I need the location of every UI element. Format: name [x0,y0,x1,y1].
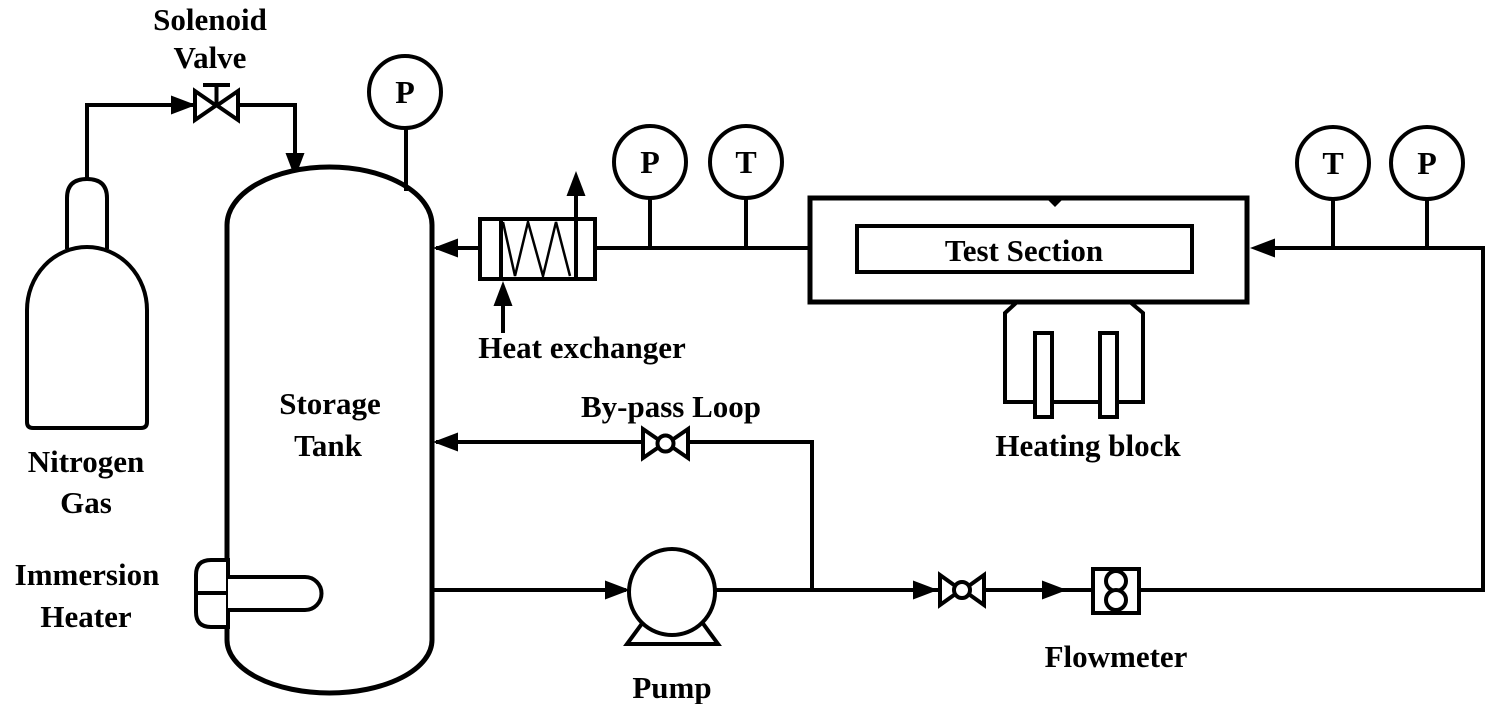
solenoid-valve-label-line1: Solenoid [153,2,267,37]
flow-arrow-to-flowmeter [1042,580,1067,600]
discharge-valve-right-triangle [959,571,986,609]
heat-exchanger-coil [501,217,572,281]
flowmeter-rotor-bottom [1104,588,1128,612]
heating-block-label: Heating block [995,428,1181,463]
nitrogen-gas-label-line2: Gas [60,485,112,520]
flowmeter-label: Flowmeter [1045,639,1188,674]
heating-block-body [1003,300,1145,404]
tank-pressure-gauge-letter: P [395,74,415,110]
pump-casing [627,547,717,637]
nitrogen-cylinder-body [25,245,149,430]
storage-tank-label-line2: Tank [294,428,363,463]
heating-block-cartridge-left [1033,331,1054,419]
flow-arrow-into-tank-top [285,153,305,178]
storage-tank-vessel [224,164,435,696]
bypass-valve-right-triangle [663,425,690,462]
heat-exchanger-label: Heat exchanger [478,330,686,365]
loop-temperature-gauge-letter: T [735,144,756,180]
bypass-valve-body [655,433,676,454]
loop-pressure-gauge-letter: P [640,144,660,180]
loop-pressure-gauge [612,124,688,200]
bypass-pipe [436,440,814,590]
nitrogen-supply-pipe [85,103,297,180]
flow-arrow-into-test-section [1250,238,1275,258]
inlet-temperature-gauge [1295,125,1371,201]
flow-arrow-to-discharge-valve [913,580,938,600]
inlet-pressure-gauge [1389,125,1465,201]
discharge-valve-left-triangle [938,571,965,609]
bypass-loop-label: By-pass Loop [581,389,761,424]
immersion-heater-element [228,575,324,612]
immersion-heater-label-line1: Immersion [15,557,160,592]
flowmeter-to-test-section-pipe [1139,246,1485,592]
tank-pressure-gauge [367,54,443,130]
flow-arrow-to-solenoid-valve [171,95,196,115]
test-section-top-notch [1048,200,1062,207]
heating-block-cartridge-right [1098,331,1119,419]
storage-tank-label-line1: Storage [279,386,381,421]
flow-arrow-into-pump [605,580,630,600]
immersion-heater-label-line2: Heater [40,599,131,634]
inlet-pressure-gauge-letter: P [1417,145,1437,181]
pump-label: Pump [632,670,711,704]
test-section-label: Test Section [945,233,1103,268]
flow-arrow-bypass-to-tank [433,432,458,452]
discharge-valve-body [952,580,972,600]
nitrogen-gas-label-line1: Nitrogen [28,444,145,479]
test-section-channel [855,224,1194,274]
bypass-valve-left-triangle [641,425,668,462]
loop-temperature-gauge [708,124,784,200]
inlet-temperature-gauge-letter: T [1322,145,1343,181]
flow-arrow-hx-vent-up [566,171,586,196]
flow-arrow-hx-to-tank [433,238,458,258]
nitrogen-cylinder-neck [65,176,109,249]
flow-arrow-hx-coolant-up [493,281,513,306]
solenoid-valve-label-line2: Valve [174,40,247,75]
solenoid-valve-left-triangle [193,87,220,124]
solenoid-valve-right-triangle [213,87,240,124]
